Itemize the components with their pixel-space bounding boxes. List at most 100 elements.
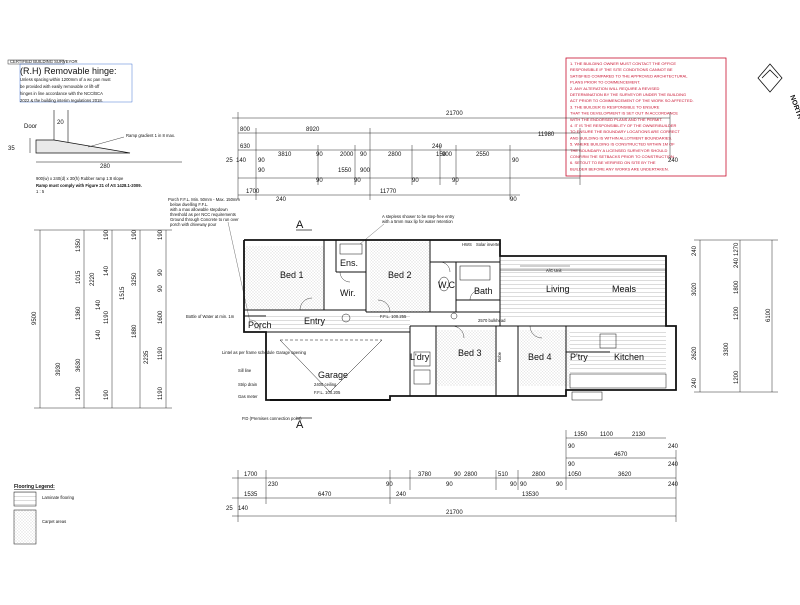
- bot-r0-0: 1350: [574, 432, 588, 438]
- bot-r1-9: 1050: [568, 472, 582, 478]
- left-c2-0: 190: [104, 229, 110, 240]
- left-c2-4: 140: [96, 329, 102, 340]
- ffl-main: F.F.L. 100.255: [380, 314, 407, 319]
- top-dim-1550: 1550: [338, 168, 352, 174]
- left-c2-1: 140: [104, 265, 110, 276]
- left-c4-4: 1190: [158, 346, 164, 360]
- bot-r2-1: 6470: [318, 492, 332, 498]
- bot-r2-0: 1535: [244, 492, 258, 498]
- left-c1-0: 1350: [76, 238, 82, 252]
- left-c2-5: 3930: [56, 362, 62, 376]
- bot-r1-10: 3620: [618, 472, 632, 478]
- room-wc: W.C: [438, 280, 455, 290]
- bot-r1-8: 2800: [532, 472, 546, 478]
- top-dimension-labels: 21700 800 8920 11980 630 3810 90 2000 90…: [226, 111, 679, 203]
- bot-r2s-1: 140: [238, 506, 249, 512]
- flooring-legend: Flooring Legend: Laminate flooring Carpe…: [13, 484, 75, 545]
- ramp-door-label: Door: [24, 124, 37, 130]
- left-c3-2: 3250: [132, 272, 138, 286]
- red-note-line: PLANS PRIOR TO COMMENCEMENT.: [570, 80, 640, 85]
- top-dim-2000: 2000: [340, 152, 354, 158]
- ramp-standard: Ramp must comply with Figure 21 of AS 14…: [36, 183, 142, 188]
- bot-r0b-0: 90: [568, 444, 575, 450]
- bed3-carpet: [436, 330, 496, 386]
- top-dim-s90c: 90: [316, 178, 323, 184]
- top-dim-900b: 900: [360, 168, 371, 174]
- right-dimension-labels: 6100 1270 240 1800 1200 3300 1200 240 30…: [692, 242, 772, 388]
- top-dim-1700: 1700: [246, 189, 260, 195]
- top-dim-150: 150: [436, 152, 447, 158]
- red-note-line: 2. ANY ALTERATION WILL REQUIRE A REVISED: [570, 86, 660, 91]
- bot-r1-7: 90: [510, 482, 517, 488]
- red-note-line: BUILDER BEFORE ANY WORKS ARE UNDERTAKEN.: [570, 166, 669, 171]
- bed1-carpet: [244, 246, 324, 310]
- room-kitchen: Kitchen: [614, 352, 644, 362]
- right-c1-0: 1270: [734, 242, 740, 256]
- room-bed1: Bed 1: [280, 270, 304, 280]
- left-c2-6: 190: [104, 389, 110, 400]
- left-c4-0: 190: [158, 229, 164, 240]
- hinge-title: (R.H) Removable hinge:: [20, 66, 117, 76]
- room-living: Living: [546, 284, 570, 294]
- ramp-height: 20: [57, 120, 64, 126]
- room-wir: Wir.: [340, 288, 356, 298]
- bot-r1s-2: 90: [556, 482, 563, 488]
- top-dim-900: 900: [442, 152, 453, 158]
- red-note-line: RESPONSIBLE IF THE SITE CONDITIONS CANNO…: [570, 67, 673, 72]
- top-dimensions: [232, 112, 671, 200]
- left-dimensions: [34, 229, 172, 409]
- bot-r1-1: 230: [268, 482, 279, 488]
- right-c2-0: 240: [692, 245, 698, 256]
- left-c2-3: 1190: [104, 310, 110, 324]
- bot-r1-6: 510: [498, 472, 509, 478]
- bot-overall: 21700: [446, 510, 463, 516]
- red-note-line: 6. SETOUT TO BE VERIFIED ON SITE BY THE: [570, 160, 656, 165]
- bot-r0b-3: 240: [668, 462, 679, 468]
- left-overall: 9500: [32, 311, 38, 325]
- removable-hinge-note: CERTIFIED BUILDING SURVEYOR (R.H) Remova…: [7, 59, 133, 103]
- bot-r0-1: 1100: [600, 432, 614, 438]
- room-bed3: Bed 3: [458, 348, 482, 358]
- bulkhead-label: 2570 bulkhead: [478, 318, 506, 323]
- red-note-line: CONFIRM THE SETBACKS PRIOR TO CONSTRUCTI…: [570, 154, 675, 159]
- lintel-label: Lintel as per frame schedule: [222, 350, 275, 355]
- right-c1-2: 1800: [734, 280, 740, 294]
- right-c1-4: 3300: [724, 342, 730, 356]
- garage-opening-label: Garage opening: [276, 350, 307, 355]
- left-c4-5: 1190: [158, 386, 164, 400]
- bot-r1-2: 90: [386, 482, 393, 488]
- room-meals: Meals: [612, 284, 637, 294]
- surveyor-stamp: CERTIFIED BUILDING SURVEYOR: [10, 59, 78, 64]
- ramp-scale: 1 : 5: [36, 189, 45, 194]
- bot-r1s-4: 240: [668, 482, 679, 488]
- bot-r1-4: 90: [446, 482, 453, 488]
- room-robe: Robe: [497, 351, 502, 362]
- bot-r2-2: 240: [396, 492, 407, 498]
- top-dim-90h: 90: [510, 197, 517, 203]
- north-arrow: NORTH: [757, 63, 800, 120]
- red-note-line: TO ENSURE THE BOUNDARY LOCATIONS ARE COR…: [570, 129, 680, 134]
- top-dim-s90a: 90: [258, 158, 265, 164]
- red-note-line: WITH THE ENDORSED PLANS AND THE PERMIT.: [570, 117, 663, 122]
- bottle-note: Bottle of Water at min. 1m: [186, 314, 235, 319]
- left-c4-2: 90: [158, 285, 164, 292]
- right-overall: 6100: [766, 308, 772, 322]
- garage-ceiling: 2400 ceiling: [314, 382, 337, 387]
- hinge-line-2: be provided with easily removable or lif…: [20, 84, 100, 89]
- top-dim-s90f: 90: [452, 178, 459, 184]
- bottom-dimensions: [232, 430, 677, 522]
- red-note-line: 5. WHERE BUILDING IS CONSTRUCTED WITHIN …: [570, 142, 675, 147]
- top-dim-90a: 90: [316, 152, 323, 158]
- bot-r1-3: 3780: [418, 472, 432, 478]
- top-dim-800: 800: [240, 127, 251, 133]
- bottom-dimension-labels: 1350 1100 2130 90 240 4670 240 1700 230 …: [226, 432, 679, 516]
- left-c3-1: 1515: [120, 286, 126, 300]
- builder-red-note: 1. THE BUILDING OWNER MUST CONTACT THE O…: [565, 57, 727, 177]
- top-overall-dim: 21700: [446, 111, 463, 117]
- room-porch: Porch: [248, 320, 272, 330]
- left-c1-1: 1015: [76, 270, 82, 284]
- left-c2-2: 140: [96, 299, 102, 310]
- ramp-gradient: Ramp gradient 1 in 8 max.: [126, 133, 175, 138]
- bot-r0-2: 2130: [632, 432, 646, 438]
- room-ens: Ens.: [340, 258, 358, 268]
